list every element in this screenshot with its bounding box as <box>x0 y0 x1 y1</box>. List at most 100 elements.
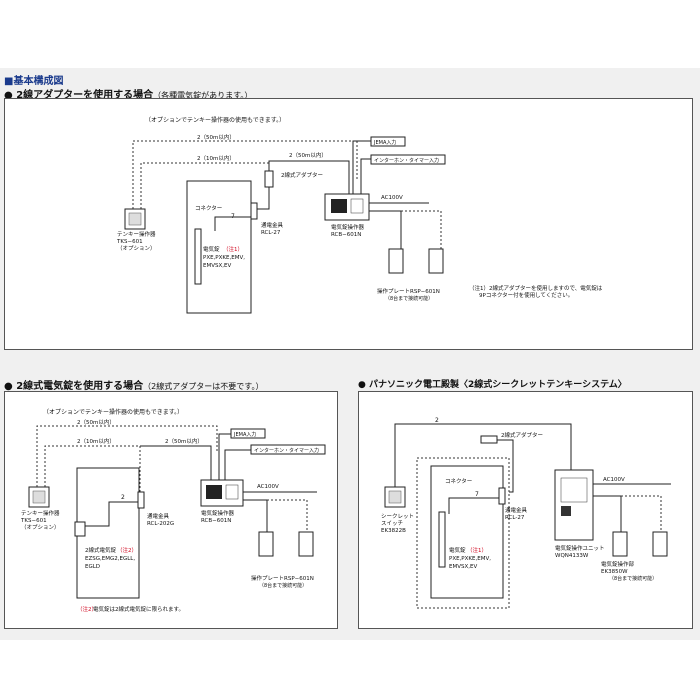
wire-adapter-fitting <box>257 187 270 210</box>
lock3-label-3: EMVSX,EV <box>449 564 477 570</box>
controller-panel <box>350 198 364 214</box>
intercom-input-box <box>370 154 446 165</box>
control-unit-block <box>561 506 571 516</box>
plate3-label-0: 電気錠操作部 <box>601 560 635 568</box>
ac100v-label: AC100V <box>381 195 403 201</box>
tenkey2-label-1: TKS−601 <box>20 518 47 524</box>
section2-heading: ● 2線式電気錠を使用する場合（2線式アダプターは不要です。） <box>4 381 264 392</box>
label-10m: 2（10m以内） <box>197 154 235 162</box>
section1-heading: ● 2線アダプターを使用する場合（各種電気錠があります。） <box>4 90 253 101</box>
wire-fitting-connector-3 <box>448 497 499 514</box>
tenkey-label-1: TKS−601 <box>116 239 143 245</box>
wire-plate-1 <box>369 210 402 249</box>
jema-label-2: JEMA入力 <box>233 431 256 438</box>
tenkey2-label-0: テンキー操作器 <box>21 509 60 517</box>
electric-lock-body <box>194 228 202 285</box>
lock3-label-2: PXE,PXKE,EMV, <box>449 556 491 562</box>
switch-label-0: シークレット <box>381 513 414 520</box>
wire-intercom-2 <box>224 449 251 480</box>
operation-plate-2 <box>428 248 444 274</box>
tenkey-label-0: テンキー操作器 <box>117 230 156 238</box>
plate2-label-1: （8台まで接続可能） <box>259 582 307 589</box>
panel-two-wire-adapter: （オプションでテンキー操作器の使用もできます。） 2（50m以内） 2（10m以… <box>4 98 693 350</box>
wire-50m-solid-2 <box>140 445 212 480</box>
fitting-label-0: 通電金具 <box>261 221 284 229</box>
label-50m-b: 2（50m以内） <box>289 151 327 159</box>
note1-line-0: （注1）2線式アダプターを使用しますので、電気錠は <box>469 284 603 292</box>
intercom-label: インターホン・タイマー入力 <box>374 157 439 164</box>
section3-heading: ● パナソニック電工殿製〈2線式シークレットテンキーシステム〉 <box>358 380 627 390</box>
wire-switch-unit <box>394 423 572 487</box>
connector-label-3: コネクター <box>445 477 472 485</box>
lock-label-3: EMVSX,EV <box>203 263 231 269</box>
wire-count-2: 2 <box>121 494 125 501</box>
lock-note-ref: （注1） <box>223 245 243 253</box>
ac100v-label-3: AC100V <box>603 477 625 483</box>
jema-input-box <box>370 136 406 147</box>
note2-text: 電気錠は2線式電気錠に限られます。 <box>93 605 184 613</box>
two-wire-adapter-box-3 <box>480 435 498 444</box>
label-10m-2: 2（10m以内） <box>77 437 115 445</box>
panel-secret-tenkey: 2線式アダプター 2 コネクター 7 通電金具 RCL-27 電気錠 （注1） … <box>358 391 693 629</box>
section2-subheading: （2線式アダプターは不要です。） <box>143 382 264 391</box>
door-outline-3 <box>430 465 504 599</box>
note2-ref: （注2） <box>77 605 97 613</box>
wire-jema-2 <box>218 433 231 480</box>
unit-label-0: 電気錠操作ユニット <box>555 544 605 552</box>
panel3-diagram: 2線式アダプター 2 コネクター 7 通電金具 RCL-27 電気錠 （注1） … <box>381 417 671 609</box>
door-outline-2 <box>76 467 140 599</box>
operation-plate2-2 <box>298 531 314 557</box>
plate2-label-0: 操作プレートRSP−601N <box>251 574 314 582</box>
wire-plate3-1 <box>593 495 622 532</box>
jema-input-box-2 <box>230 428 266 439</box>
panel-two-wire-lock: （オプションでテンキー操作器の使用もできます。） 2（50m以内） 2（10m以… <box>4 391 338 629</box>
two-wire-lock-body <box>74 521 86 537</box>
controller-display <box>331 199 347 213</box>
secret-switch-keypad <box>388 490 402 504</box>
option-note: （オプションでテンキー操作器の使用もできます。） <box>145 116 285 124</box>
lock2-label-2: EZSG,EMG2,EGLL, <box>85 556 135 562</box>
plate-label-0: 操作プレートRSP−601N <box>377 287 440 295</box>
fitting2-label-0: 通電金具 <box>147 512 170 520</box>
controller2-label-0: 電気錠操作器 <box>201 509 235 517</box>
plate3-label-2: （8台まで接続可能） <box>609 575 657 582</box>
dotted-enclosure <box>416 457 510 609</box>
section1-subheading: （各種電気錠があります。） <box>153 91 253 100</box>
lock2-label-0: 2線式電気錠 <box>85 546 116 554</box>
operation-plate2-1 <box>258 531 274 557</box>
controller2-display <box>206 485 222 499</box>
adapter-label: 2線式アダプター <box>281 171 323 179</box>
label-50m-b-2: 2（50m以内） <box>165 437 203 445</box>
controller2-label-1: RCB−601N <box>201 518 231 524</box>
operation-plate3-1 <box>612 531 628 557</box>
wire-plate-2-dotted <box>401 210 442 249</box>
operation-plate3-2 <box>652 531 668 557</box>
switch-label-1: スイッチ <box>381 520 403 527</box>
fitting2-label-1: RCL-202G <box>147 521 174 527</box>
wire-50m-dotted-2 <box>36 425 218 487</box>
plate3-label-1: EK3850W <box>601 569 628 575</box>
wire-50m-dotted <box>132 140 358 209</box>
label-50m-2: 2（50m以内） <box>77 418 115 426</box>
controller-label-1: RCB−601N <box>331 232 361 238</box>
fitting3-label-1: RCL-27 <box>505 515 525 521</box>
electric-fitting-2 <box>137 491 145 509</box>
adapter-label-3: 2線式アダプター <box>501 431 543 439</box>
controller2-panel <box>225 484 239 500</box>
wire-count-7-3: 7 <box>475 491 479 498</box>
lock3-note-ref: （注1） <box>467 546 487 554</box>
wire-jema <box>352 140 371 195</box>
tenkey-keypad-2 <box>32 490 46 504</box>
lock-label-0: 電気錠 <box>203 245 220 253</box>
electric-fitting <box>250 202 258 220</box>
panel1-diagram: （オプションでテンキー操作器の使用もできます。） 2（50m以内） 2（10m以… <box>116 116 603 314</box>
wire-50m-solid <box>268 160 350 194</box>
unit-label-1: WQN4133W <box>555 553 589 559</box>
option-note-2: （オプションでテンキー操作器の使用もできます。） <box>43 408 183 416</box>
two-wire-adapter-box <box>264 170 274 188</box>
lock3-label-0: 電気錠 <box>449 546 466 554</box>
intercom-label-2: インターホン・タイマー入力 <box>254 447 319 454</box>
intercom-input-box-2 <box>250 444 326 455</box>
wire-count-7: 7 <box>231 213 235 220</box>
panel2-diagram: （オプションでテンキー操作器の使用もできます。） 2（50m以内） 2（10m以… <box>20 408 326 613</box>
